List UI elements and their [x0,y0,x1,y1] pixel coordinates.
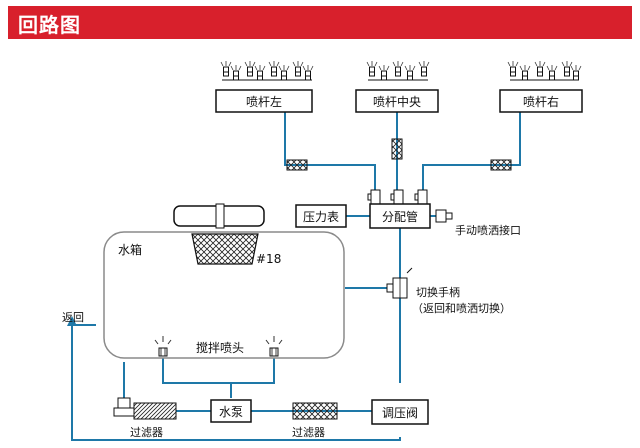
switch-handle-label: 切换手柄 [416,285,460,299]
filter-left [113,397,177,420]
switch-handle-note: （返回和喷洒切换） [412,301,511,315]
header-title: 回路图 [18,13,81,37]
agitator-nozzle-right [265,336,283,357]
manual-port-label: 手动喷洒接口 [455,223,521,237]
boom-left-line-filter [286,159,308,171]
distributor-box: 分配管 [369,203,431,229]
filter-right-label: 过滤器 [292,426,325,439]
regulator-box: 调压阀 [371,399,429,425]
return-label: 返回 [62,311,84,324]
boom-right-label: 喷杆右 [523,94,559,109]
boom-right-nozzles [507,60,582,81]
pressure-gauge-label: 压力表 [303,210,339,224]
boom-center-nozzles [366,60,430,81]
tank-lid [173,203,265,229]
manual-port-fitting [435,209,453,223]
agitator-label: 搅拌喷头 [196,340,244,355]
return-arrow-icon [67,316,77,326]
agitator-nozzle-left [154,336,172,357]
boom-right-line-filter [490,159,512,171]
pump-box: 水泵 [210,399,252,423]
header-bar: 回路图 [8,6,632,39]
distributor-valves [367,189,428,205]
boom-center-label: 喷杆中央 [373,94,421,109]
tank-number: #18 [256,252,281,266]
boom-right-box: 喷杆右 [499,89,583,113]
pump-label: 水泵 [219,405,243,419]
tank-strainer [191,233,259,265]
pressure-gauge-box: 压力表 [295,204,347,228]
switch-handle-valve [386,267,413,299]
boom-center-line-filter [391,138,403,160]
filter-right [292,402,338,420]
boom-left-label: 喷杆左 [246,94,282,109]
boom-left-box: 喷杆左 [215,89,313,113]
boom-center-box: 喷杆中央 [355,89,439,113]
water-tank [103,231,345,359]
boom-left-nozzles [220,60,314,81]
regulator-label: 调压阀 [382,406,418,420]
filter-left-label: 过滤器 [130,426,163,439]
distributor-label: 分配管 [382,209,418,224]
tank-label: 水箱 [118,242,142,257]
